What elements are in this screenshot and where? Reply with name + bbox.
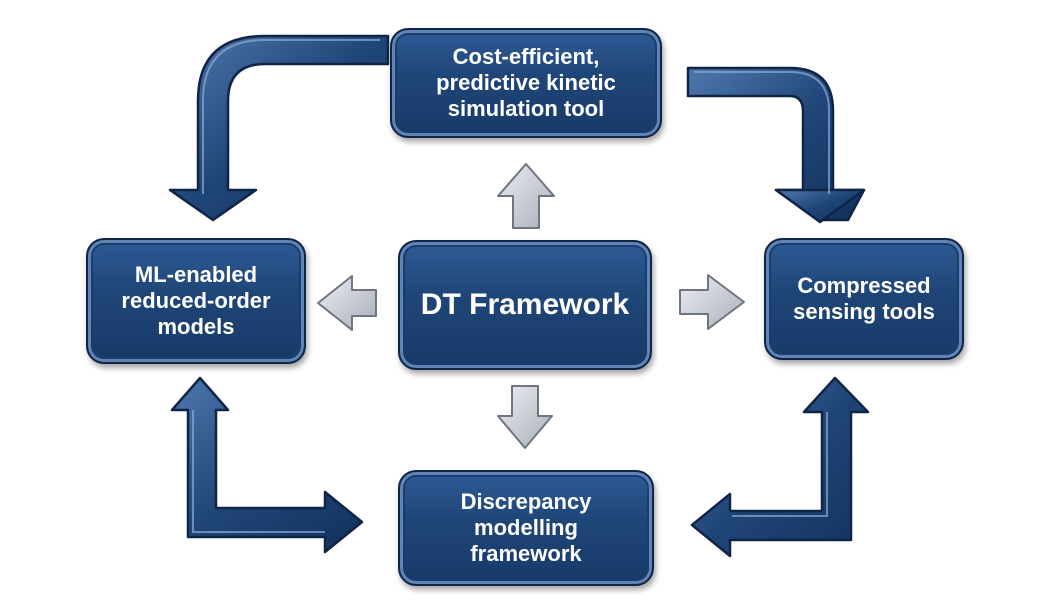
node-discrepancy-modelling-framework-label: Discrepancy modelling framework <box>460 489 592 566</box>
node-compressed-sensing-tools: Compressed sensing tools <box>764 238 964 360</box>
node-ml-reduced-order-models-label: ML-enabled reduced-order models <box>121 262 271 339</box>
double-arrow-left-to-bottom <box>170 376 364 554</box>
curved-arrow-top-to-right <box>686 66 866 222</box>
arrow-center-to-bottom <box>497 385 553 449</box>
node-ml-reduced-order-models: ML-enabled reduced-order models <box>86 238 306 364</box>
curved-arrow-top-to-right-head <box>774 188 866 224</box>
arrow-center-to-left <box>317 275 377 331</box>
node-compressed-sensing-tools-label: Compressed sensing tools <box>793 273 935 324</box>
node-kinetic-simulation-tool-label: Cost-efficient, predictive kinetic simul… <box>436 44 616 121</box>
elbow-arrow-bottom-to-right <box>690 376 870 558</box>
arrow-center-to-top <box>497 163 555 229</box>
node-discrepancy-modelling-framework: Discrepancy modelling framework <box>398 470 654 586</box>
node-kinetic-simulation-tool: Cost-efficient, predictive kinetic simul… <box>390 28 662 138</box>
arrow-center-to-right <box>679 274 745 330</box>
node-dt-framework: DT Framework <box>398 240 652 370</box>
node-dt-framework-label: DT Framework <box>420 288 630 322</box>
curved-arrow-top-to-left <box>168 34 390 222</box>
